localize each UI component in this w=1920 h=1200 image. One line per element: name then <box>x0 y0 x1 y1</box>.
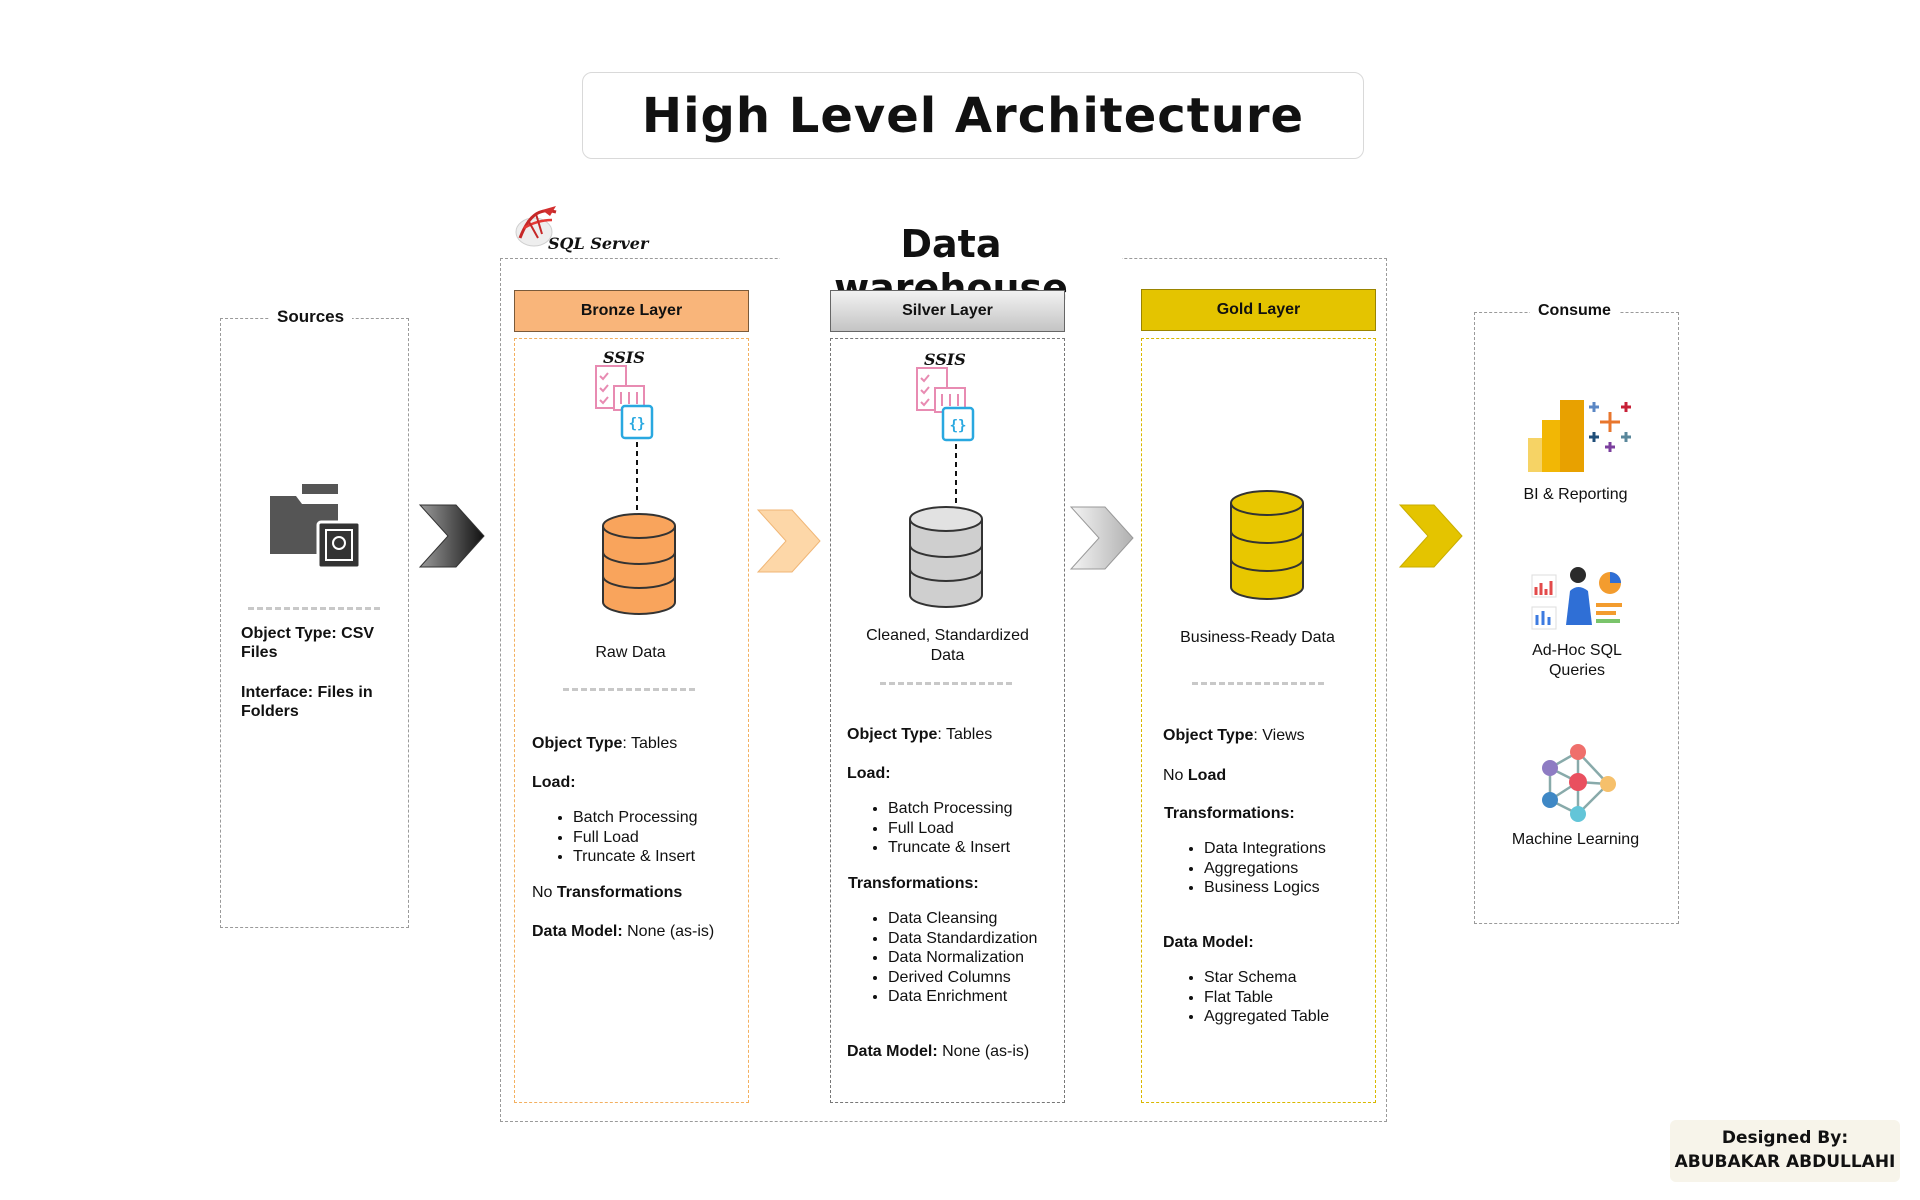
gold-load: No Load <box>1163 766 1226 785</box>
list-item: Data Enrichment <box>888 987 1037 1007</box>
consume-item-label: Machine Learning <box>1511 831 1640 848</box>
bronze-load-list: Batch Processing Full Load Truncate & In… <box>533 808 698 867</box>
list-item: Star Schema <box>1204 968 1329 988</box>
gold-database-icon <box>1230 490 1304 600</box>
arrow-sources-to-bronze <box>418 504 485 568</box>
silver-ssis-label: SSIS <box>924 350 966 369</box>
list-item: Truncate & Insert <box>573 847 698 867</box>
arrow-silver-to-gold <box>1069 506 1134 570</box>
silver-object-type-key: Object Type <box>847 726 938 743</box>
gold-separator <box>1192 682 1324 685</box>
gold-transform-list: Data Integrations Aggregations Business … <box>1164 839 1326 898</box>
bi-reporting-icon <box>1528 400 1631 472</box>
bronze-object-type: Object Type: Tables <box>532 734 677 753</box>
ad-hoc-analyst-icon <box>1531 567 1622 630</box>
credit-line-2: ABUBAKAR ABDULLAHI <box>1674 1152 1896 1172</box>
silver-database-icon <box>909 506 983 608</box>
bronze-transformations: No Transformations <box>532 883 682 902</box>
list-item: Business Logics <box>1204 878 1326 898</box>
sources-interface: Interface: Files in Folders <box>241 684 373 720</box>
sources-box <box>220 318 409 928</box>
bronze-load-title: Load: <box>532 774 576 791</box>
list-item: Aggregated Table <box>1204 1007 1329 1027</box>
list-item: Truncate & Insert <box>888 838 1013 858</box>
list-item: Batch Processing <box>573 808 698 828</box>
arrow-gold-to-consume <box>1398 504 1463 568</box>
credit-line-1: Designed By: <box>1721 1128 1849 1148</box>
gold-object-type: Object Type: Views <box>1163 726 1305 745</box>
list-item: Data Standardization <box>888 929 1037 949</box>
silver-load-title: Load: <box>847 765 891 782</box>
gold-model-title: Data Model: <box>1163 934 1254 951</box>
list-item: Aggregations <box>1204 859 1326 879</box>
gold-model-list: Star Schema Flat Table Aggregated Table <box>1164 968 1329 1027</box>
bronze-database-icon <box>602 513 676 615</box>
bronze-transform-prefix: No <box>532 884 557 901</box>
list-item: Data Cleansing <box>888 909 1037 929</box>
sources-title: Sources <box>269 307 353 327</box>
silver-object-type: Object Type: Tables <box>847 725 992 744</box>
sources-separator <box>248 607 380 610</box>
sql-server-logo: SQL Server <box>512 198 652 258</box>
silver-model-key: Data Model: <box>847 1043 938 1060</box>
silver-transform-title: Transformations: <box>848 875 979 892</box>
list-item: Batch Processing <box>888 799 1013 819</box>
gold-transform-title: Transformations: <box>1164 805 1295 822</box>
silver-ssis-icon: {} <box>916 367 975 442</box>
list-item: Data Integrations <box>1204 839 1326 859</box>
gold-body <box>1141 338 1376 1103</box>
svg-text:{}: {} <box>629 416 646 432</box>
list-item: Full Load <box>888 819 1013 839</box>
gold-load-label: Load <box>1187 767 1227 784</box>
bronze-object-type-key: Object Type <box>532 735 623 752</box>
bronze-separator <box>563 688 695 691</box>
credit-box: Designed By: ABUBAKAR ABDULLAHI <box>1670 1120 1900 1182</box>
sources-object-type: Object Type: CSV Files <box>241 625 375 661</box>
bronze-ssis-icon: {} <box>595 365 654 440</box>
bronze-model-value: None (as-is) <box>622 923 715 940</box>
sql-server-icon <box>515 206 557 247</box>
bronze-object-type-value: : Tables <box>622 735 678 752</box>
bronze-ssis-label: SSIS <box>603 348 645 367</box>
gold-caption: Business-Ready Data <box>1180 629 1335 646</box>
silver-header: Silver Layer <box>830 290 1065 332</box>
silver-separator <box>880 682 1012 685</box>
bronze-body <box>514 338 749 1103</box>
consume-title: Consume <box>1530 302 1619 320</box>
sql-server-label: SQL Server <box>548 234 649 253</box>
list-item: Derived Columns <box>888 968 1037 988</box>
list-item: Flat Table <box>1204 988 1329 1008</box>
silver-body <box>830 338 1065 1103</box>
silver-load-list: Batch Processing Full Load Truncate & In… <box>848 799 1013 858</box>
gold-object-type-value: : Views <box>1253 727 1305 744</box>
silver-object-type-value: : Tables <box>937 726 993 743</box>
consume-item-label: BI & Reporting <box>1523 486 1628 503</box>
page-title: High Level Architecture <box>641 87 1305 144</box>
arrow-bronze-to-silver <box>756 509 821 573</box>
gold-load-prefix: No <box>1163 767 1188 784</box>
svg-text:{}: {} <box>950 418 967 434</box>
bronze-data-model: Data Model: None (as-is) <box>532 922 714 941</box>
bronze-header: Bronze Layer <box>514 290 749 332</box>
bronze-model-key: Data Model: <box>532 923 623 940</box>
gold-header: Gold Layer <box>1141 289 1376 331</box>
list-item: Data Normalization <box>888 948 1037 968</box>
bronze-caption: Raw Data <box>595 644 666 661</box>
folder-icon <box>268 482 363 577</box>
gold-object-type-key: Object Type <box>1163 727 1254 744</box>
silver-caption: Cleaned, Standardized Data <box>866 627 1029 664</box>
bronze-transform-label: Transformations <box>556 884 683 901</box>
silver-transform-list: Data Cleansing Data Standardization Data… <box>848 909 1037 1007</box>
list-item: Full Load <box>573 828 698 848</box>
silver-model-value: None (as-is) <box>937 1043 1030 1060</box>
consume-item-label: Ad-Hoc SQL Queries <box>1532 642 1622 679</box>
title-box: High Level Architecture <box>582 72 1364 159</box>
ml-network-icon <box>1542 744 1616 822</box>
silver-data-model: Data Model: None (as-is) <box>847 1042 1029 1061</box>
